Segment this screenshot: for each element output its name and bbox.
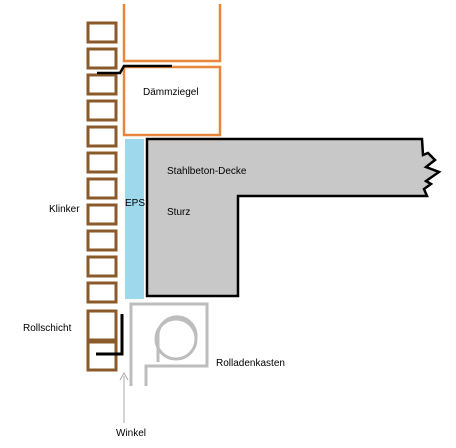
klinker-brick [86, 99, 118, 122]
rollschicht-bricks [86, 309, 118, 372]
label-rollschicht: Rollschicht [23, 323, 72, 334]
label-winkel: Winkel [116, 428, 146, 439]
winkel-angle [96, 314, 124, 356]
label-sturz: Sturz [167, 207, 190, 218]
winkel-leader-arrowhead [119, 371, 129, 381]
label-klinker: Klinker [49, 204, 80, 215]
klinker-brick [86, 281, 118, 304]
klinker-brick [86, 177, 118, 200]
klinker-brick [86, 151, 118, 174]
eps-insulation [125, 139, 144, 299]
rollschicht-brick [86, 309, 118, 342]
label-stahlbeton-decke: Stahlbeton-Decke [167, 166, 247, 177]
klinker-brick [86, 203, 118, 226]
label-daemmziegel: Dämmziegel [143, 87, 199, 98]
rolladenkasten-box [129, 302, 209, 386]
label-eps: EPS [125, 198, 145, 209]
klinker-brick [86, 229, 118, 252]
daemmziegel-block [122, 65, 222, 137]
klinker-brick [86, 255, 118, 278]
klinker-bricks [86, 21, 118, 304]
wall-anchor [97, 64, 172, 75]
stahlbeton-decke-sturz [145, 137, 442, 298]
rolladen-arc [156, 315, 198, 339]
label-rolladenkasten: Rolladenkasten [216, 358, 285, 369]
klinker-brick [86, 21, 118, 44]
daemmziegel-top-block [122, 4, 222, 63]
klinker-brick [86, 125, 118, 148]
klinker-brick [86, 73, 118, 96]
rolladen-roll [154, 317, 198, 361]
rollschicht-brick [86, 340, 118, 372]
daemmziegel-blocks [122, 4, 222, 137]
klinker-brick [86, 47, 118, 70]
rolladenkasten [129, 302, 209, 386]
